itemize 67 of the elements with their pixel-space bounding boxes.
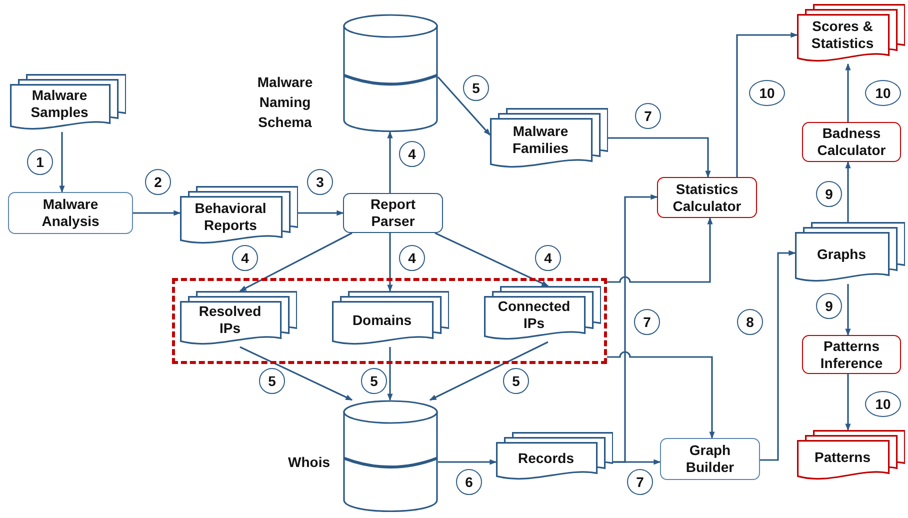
node-label: Patterns	[814, 448, 871, 466]
node-label: Scores & Statistics	[810, 18, 875, 52]
step-number: 4	[535, 245, 561, 271]
step-number: 5	[361, 368, 387, 394]
node-label: Domains	[352, 312, 412, 328]
arrow	[613, 459, 661, 465]
arrow	[736, 32, 798, 177]
step-number: 3	[307, 169, 333, 195]
arrow	[607, 217, 713, 283]
arrow	[387, 347, 393, 401]
arrow	[438, 459, 497, 465]
process-box	[343, 193, 443, 233]
arrow	[437, 76, 491, 136]
arrow	[845, 284, 851, 336]
step-number: 5	[503, 368, 529, 394]
node-label: Graphs	[816, 246, 866, 262]
step-number: 9	[816, 293, 842, 319]
step-number: 6	[456, 469, 482, 495]
step-number: 7	[635, 103, 661, 129]
arrow	[387, 131, 393, 193]
step-number: 7	[627, 469, 653, 495]
step-number: 2	[145, 169, 171, 195]
node-label: Resolved IPs	[198, 303, 262, 337]
arrow	[239, 232, 352, 292]
node-caption: Malware Naming Schema	[256, 73, 314, 132]
node-caption: Whois	[287, 453, 331, 472]
node-label: Records	[518, 450, 574, 466]
process-box	[802, 335, 901, 374]
arrow	[608, 137, 711, 178]
step-number: 4	[399, 141, 425, 167]
step-number: 8	[737, 309, 763, 335]
step-number: 7	[634, 309, 660, 335]
step-number: 4	[232, 245, 258, 271]
arrow	[760, 250, 796, 461]
node-label: Malware Samples	[30, 87, 90, 121]
step-number: 10	[865, 391, 901, 417]
process-box	[8, 192, 133, 234]
node-label: Malware Analysis	[40, 196, 100, 230]
process-box	[660, 438, 760, 480]
arrow	[434, 232, 549, 287]
arrow	[845, 374, 851, 431]
node-label: Graph Builder	[684, 442, 736, 476]
arrow	[387, 233, 393, 292]
node-label: Connected IPs	[496, 298, 572, 332]
node-label: Badness Calculator	[816, 125, 887, 159]
arrow	[298, 210, 344, 216]
dashed-group-box	[172, 278, 607, 364]
step-number: 4	[399, 245, 425, 271]
node-label: Report Parser	[369, 196, 417, 230]
step-number: 9	[816, 181, 842, 207]
node-label: Behavioral Reports	[194, 200, 268, 234]
node-label: Patterns Inference	[819, 338, 884, 372]
step-number: 1	[27, 149, 53, 175]
arrow	[607, 351, 715, 439]
arrow	[59, 132, 65, 193]
process-box	[802, 122, 901, 162]
step-number: 5	[463, 75, 489, 101]
process-box	[657, 177, 757, 218]
step-number: 5	[259, 368, 285, 394]
step-number: 10	[865, 80, 901, 106]
arrow	[133, 210, 181, 216]
arrow	[429, 341, 548, 401]
arrow	[845, 63, 851, 122]
node-label: Malware Families	[511, 123, 570, 157]
arrow	[845, 161, 851, 222]
step-number: 10	[749, 80, 785, 106]
node-label: Statistics Calculator	[672, 180, 742, 214]
